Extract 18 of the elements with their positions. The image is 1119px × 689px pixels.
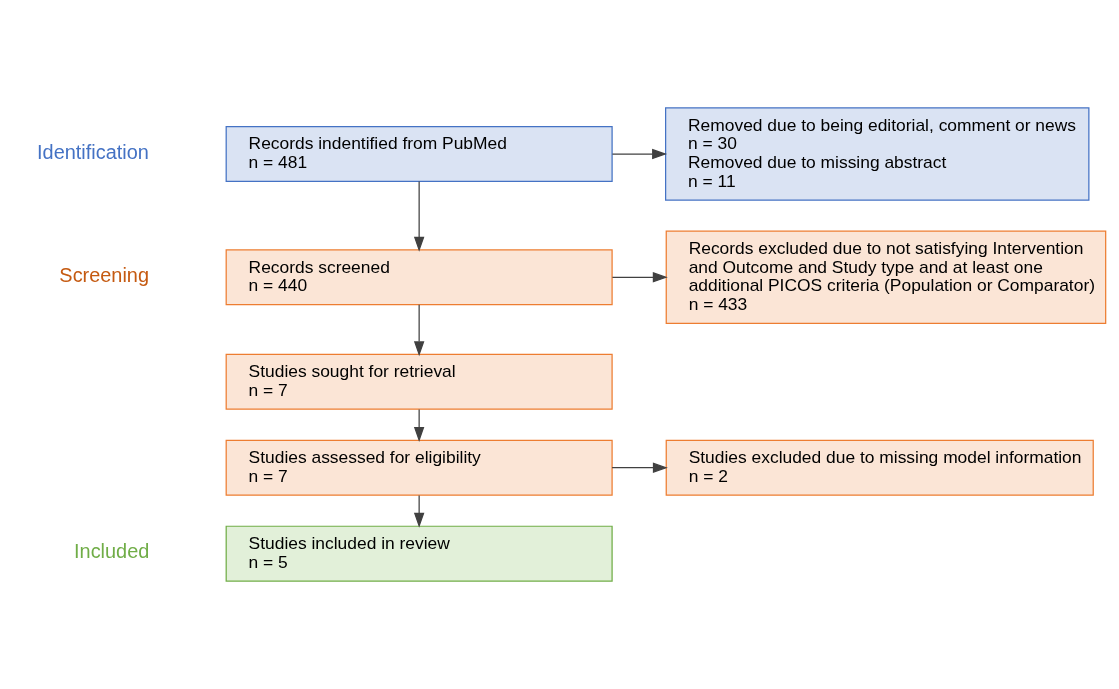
arrow	[611, 148, 668, 160]
arrow	[611, 462, 668, 473]
arrow	[413, 180, 425, 252]
label: Screening	[59, 264, 150, 287]
node-box: Studies included in review n = 5	[225, 525, 613, 582]
node-box: Records screened n = 440	[225, 249, 613, 306]
arrow	[413, 494, 425, 528]
node-box: Removed due to being editorial, comment or news n = 30 Removed due to missing abstract n = 11	[665, 107, 1090, 201]
node-box: Records indentified from PubMed n = 481	[225, 126, 613, 183]
node-box: Studies sought for retrieval n = 7	[225, 353, 613, 410]
label: Identification	[37, 140, 149, 163]
arrow	[611, 272, 668, 283]
label: Included	[74, 540, 150, 563]
node-box: Studies assessed for eligibility n = 7	[225, 439, 613, 496]
arrow	[413, 408, 425, 442]
node-box: Records excluded due to not satisfying Intervention and Outcome and Study type and at least one additional PICOS criteria (Population or Comparator) n = 433	[665, 230, 1107, 324]
arrow	[413, 304, 425, 357]
node-box: Studies excluded due to missing model information n = 2	[665, 439, 1094, 496]
